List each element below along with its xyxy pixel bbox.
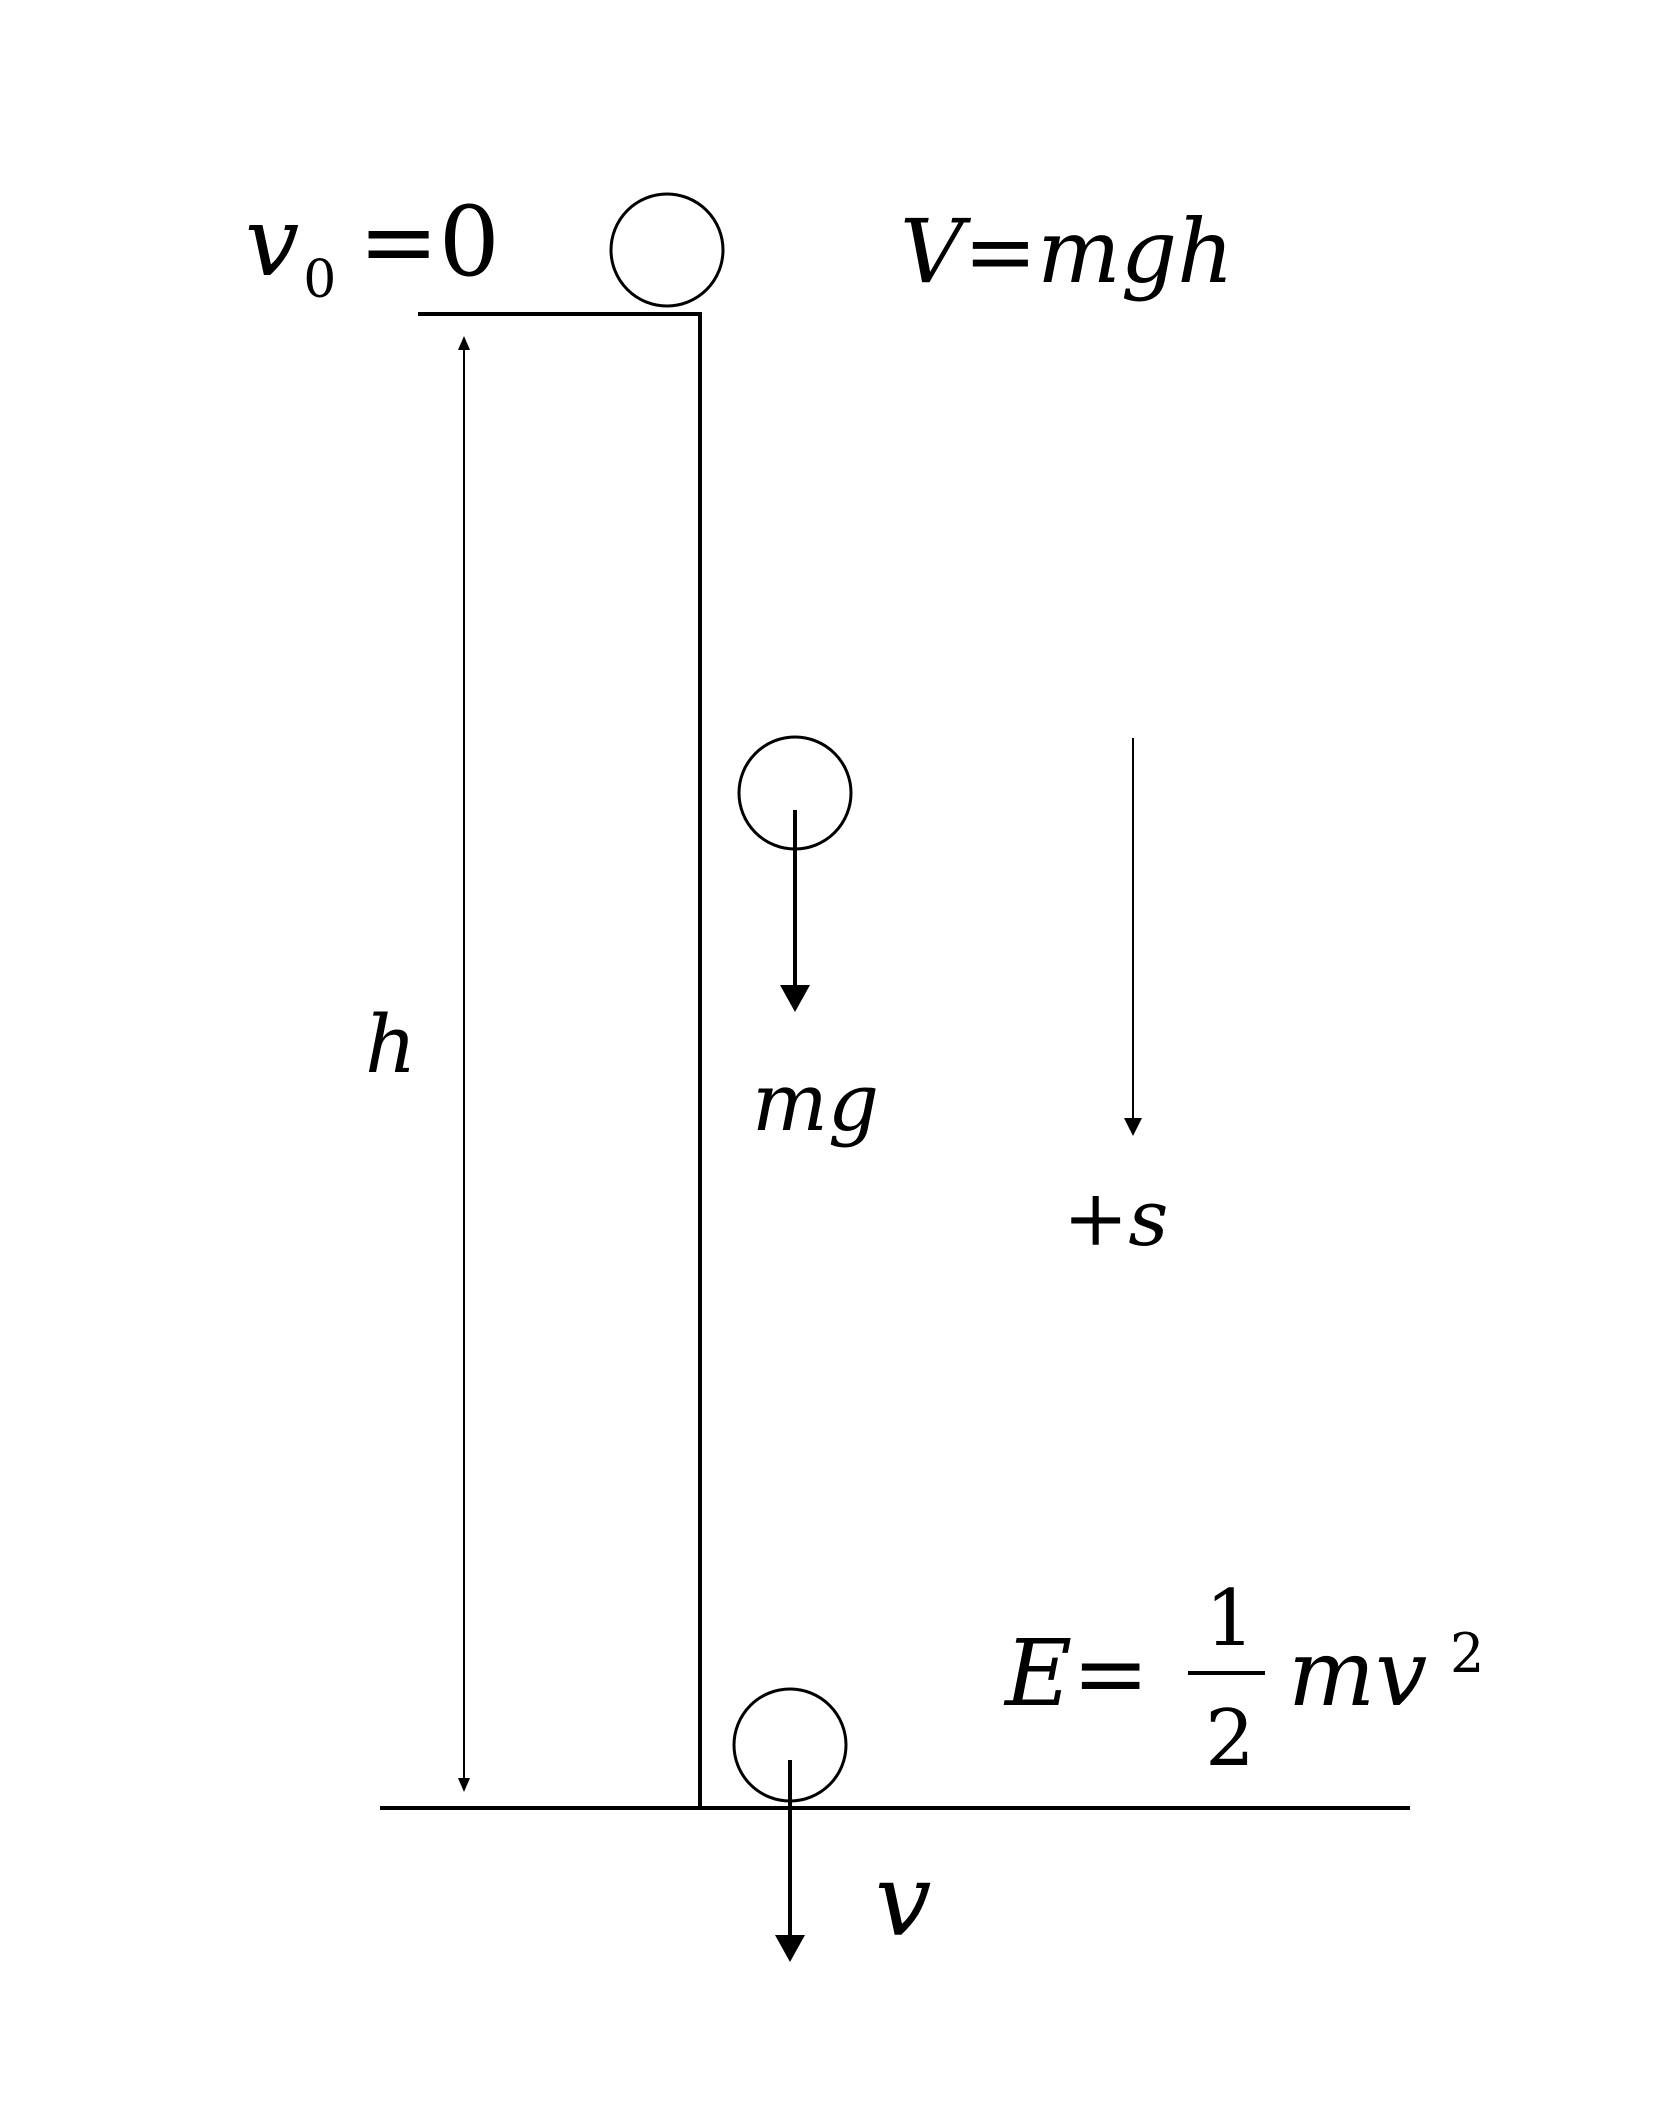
kinetic-energy-denominator: 2 xyxy=(1205,1694,1255,1784)
height-label: h xyxy=(365,998,417,1091)
initial-velocity-symbol: v xyxy=(245,186,299,298)
ball-top xyxy=(609,192,725,308)
initial-velocity-label: v 0 =0 xyxy=(245,186,500,310)
height-arrow-bottom xyxy=(458,1778,470,1792)
kinetic-energy-exponent: 2 xyxy=(1450,1622,1484,1685)
kinetic-energy-numerator: 1 xyxy=(1205,1574,1255,1664)
kinetic-energy-lhs: E= xyxy=(1003,1620,1149,1727)
weight-arrowhead xyxy=(780,985,810,1012)
velocity-label: v xyxy=(875,1842,932,1959)
direction-arrowhead xyxy=(1124,1118,1142,1136)
height-arrow-top xyxy=(458,336,470,350)
potential-energy-label: V=mgh xyxy=(900,200,1234,303)
kinetic-energy-label: E= 1 2 mv 2 xyxy=(1003,1574,1484,1784)
initial-velocity-subscript: 0 xyxy=(303,250,336,310)
positive-direction-label: +s xyxy=(1063,1174,1168,1264)
weight-label: mg xyxy=(752,1056,879,1149)
cliff-outline xyxy=(418,312,702,1808)
initial-velocity-value: =0 xyxy=(358,186,500,298)
kinetic-energy-rhs: mv xyxy=(1288,1620,1427,1727)
velocity-arrowhead xyxy=(775,1935,805,1962)
